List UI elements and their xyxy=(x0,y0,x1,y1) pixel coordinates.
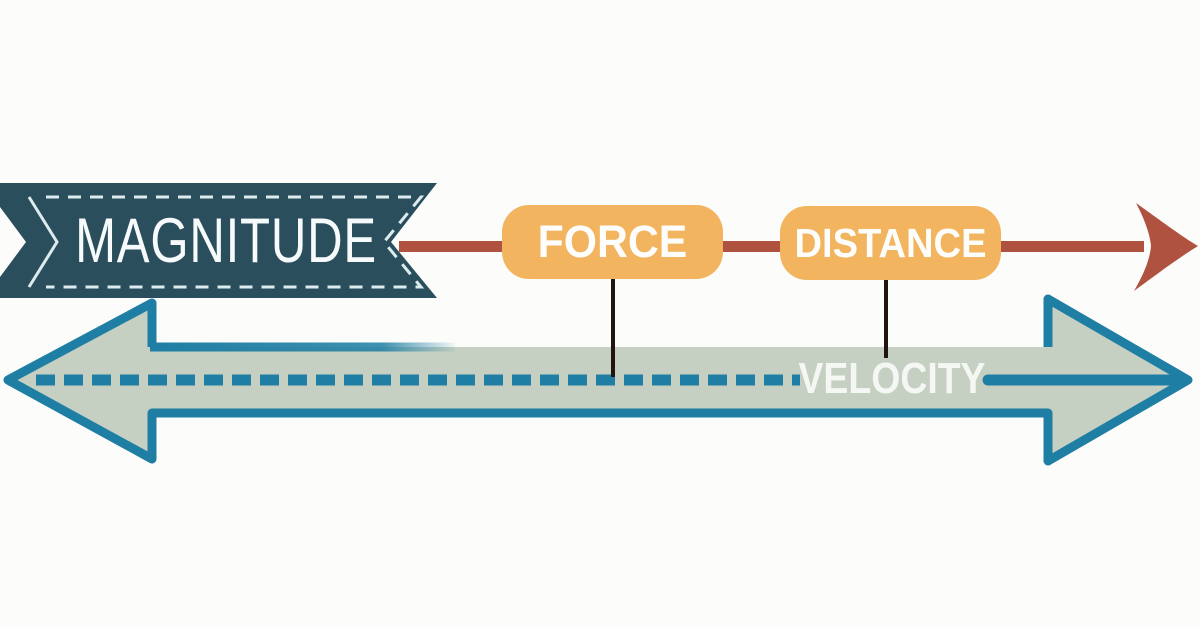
magnitude-banner-label: MAGNITUDE xyxy=(75,206,377,276)
magnitude-banner-dashed-trim xyxy=(46,195,425,289)
force-node-label: FORCE xyxy=(537,216,688,267)
distance-node-label: DISTANCE xyxy=(794,219,987,266)
magnitude-banner-chevron-icon xyxy=(27,196,59,288)
velocity-arrow-label: VELOCITY xyxy=(798,354,986,403)
velocity-arrow-border xyxy=(3,294,1193,466)
force-node xyxy=(502,205,723,279)
magnitude-banner xyxy=(0,183,437,298)
distance-node xyxy=(780,206,1001,280)
right-arrowhead-icon xyxy=(1134,203,1198,291)
magnitude-axis-line xyxy=(399,241,1144,252)
